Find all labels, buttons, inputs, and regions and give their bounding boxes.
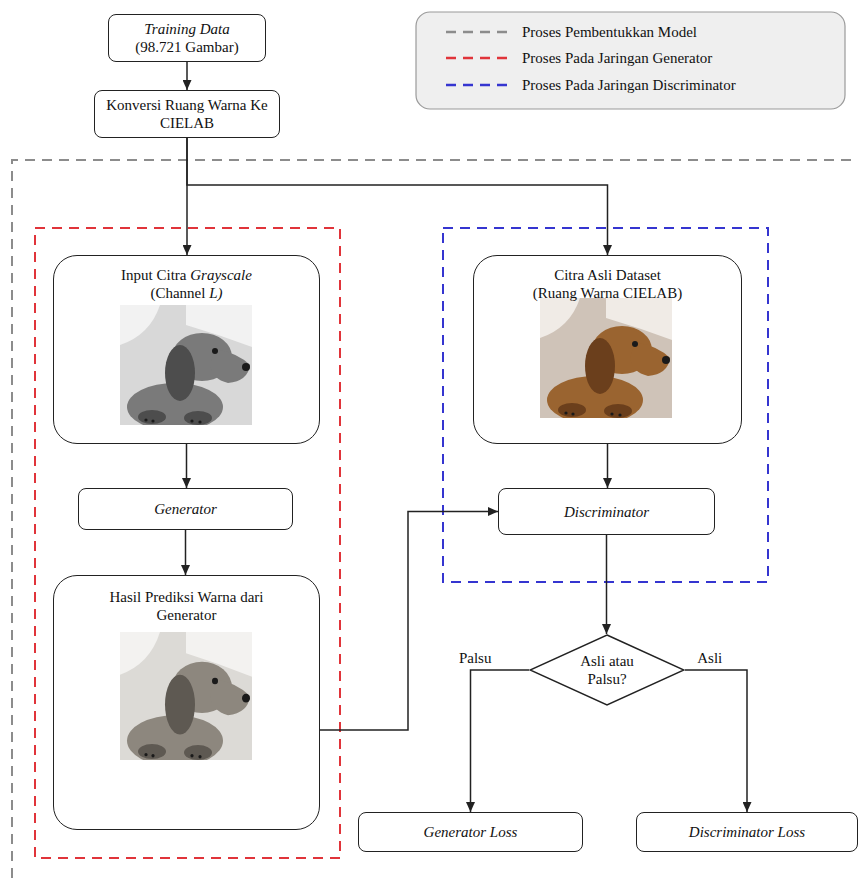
data-box: Training Data (98.721 Gambar)	[108, 14, 266, 62]
edge-label: Palsu	[457, 649, 494, 667]
node-text: Discriminator	[564, 503, 649, 521]
italic-word: Discriminator	[564, 504, 649, 520]
node-text: Konversi Ruang Warna Ke CIELAB	[106, 96, 267, 132]
legend-entry: Proses Pembentukkan Model	[446, 22, 697, 42]
node-text: Input Citra Grayscale (Channel L)	[121, 266, 252, 302]
italic-word: Data	[200, 21, 230, 37]
decision-diamond: Asli atau Palsu?	[529, 634, 685, 706]
node-text: Discriminator Loss	[689, 823, 805, 841]
node-text: Generator Loss	[424, 823, 518, 841]
italic-word: L)	[209, 285, 222, 301]
node-text: Training Data (98.721 Gambar)	[135, 20, 238, 56]
legend-entry: Proses Pada Jaringan Discriminator	[446, 75, 736, 95]
image-box: Input Citra Grayscale (Channel L)	[53, 255, 320, 444]
process-box: Generator	[78, 488, 293, 530]
legend-sample	[446, 29, 512, 35]
diamond-outline	[529, 634, 685, 706]
flow-arrow	[471, 670, 530, 812]
output-box: Discriminator Loss	[636, 812, 858, 852]
model-region-outline	[12, 160, 858, 878]
grayscale-dog-photo	[120, 305, 252, 431]
italic-word: Loss	[490, 824, 518, 840]
flow-arrow	[606, 535, 608, 634]
legend-text: Proses Pada Jaringan Discriminator	[522, 76, 736, 94]
italic-word: Grayscale	[190, 267, 252, 283]
flow-arrow	[320, 512, 498, 731]
predicted-dog-photo	[120, 632, 252, 766]
flow-arrow	[685, 670, 747, 812]
node-text: Generator	[154, 500, 217, 518]
legend-dash	[446, 84, 512, 87]
node-text: Hasil Prediksi Warna dari Generator	[110, 588, 264, 624]
italic-word: Discriminator	[689, 824, 774, 840]
legend-sample	[446, 55, 512, 61]
node-text: Citra Asli Dataset (Ruang Warna CIELAB)	[533, 266, 682, 302]
diamond-shape	[530, 635, 684, 705]
italic-word: Generator	[424, 824, 487, 840]
process-box: Konversi Ruang Warna Ke CIELAB	[94, 90, 279, 138]
italic-word: Generator	[154, 501, 217, 517]
generator-region-outline	[35, 228, 340, 858]
output-box: Generator Loss	[358, 812, 583, 852]
discriminator-region-outline	[443, 228, 768, 582]
flow-arrow	[185, 530, 187, 575]
legend-box	[416, 12, 845, 109]
italic-word: Loss	[778, 824, 806, 840]
flow-arrow	[607, 444, 609, 488]
image-box: Citra Asli Dataset (Ruang Warna CIELAB)	[473, 255, 742, 444]
flow-arrow	[186, 444, 188, 488]
legend-entry: Proses Pada Jaringan Generator	[446, 48, 712, 68]
legend-text: Proses Pada Jaringan Generator	[522, 49, 712, 67]
legend-text: Proses Pembentukkan Model	[522, 23, 697, 41]
process-box: Discriminator	[498, 488, 715, 535]
color-dog-photo	[540, 298, 672, 424]
flow-arrow	[186, 62, 188, 90]
flow-arrow	[187, 138, 608, 255]
node-text: Asli atau Palsu?	[580, 652, 634, 688]
legend-sample	[446, 82, 512, 88]
edge-label: Asli	[695, 649, 724, 667]
italic-word: Training	[144, 21, 196, 37]
legend-dash	[446, 57, 512, 60]
image-box: Hasil Prediksi Warna dari Generator	[53, 575, 320, 830]
legend-dash	[446, 31, 512, 34]
